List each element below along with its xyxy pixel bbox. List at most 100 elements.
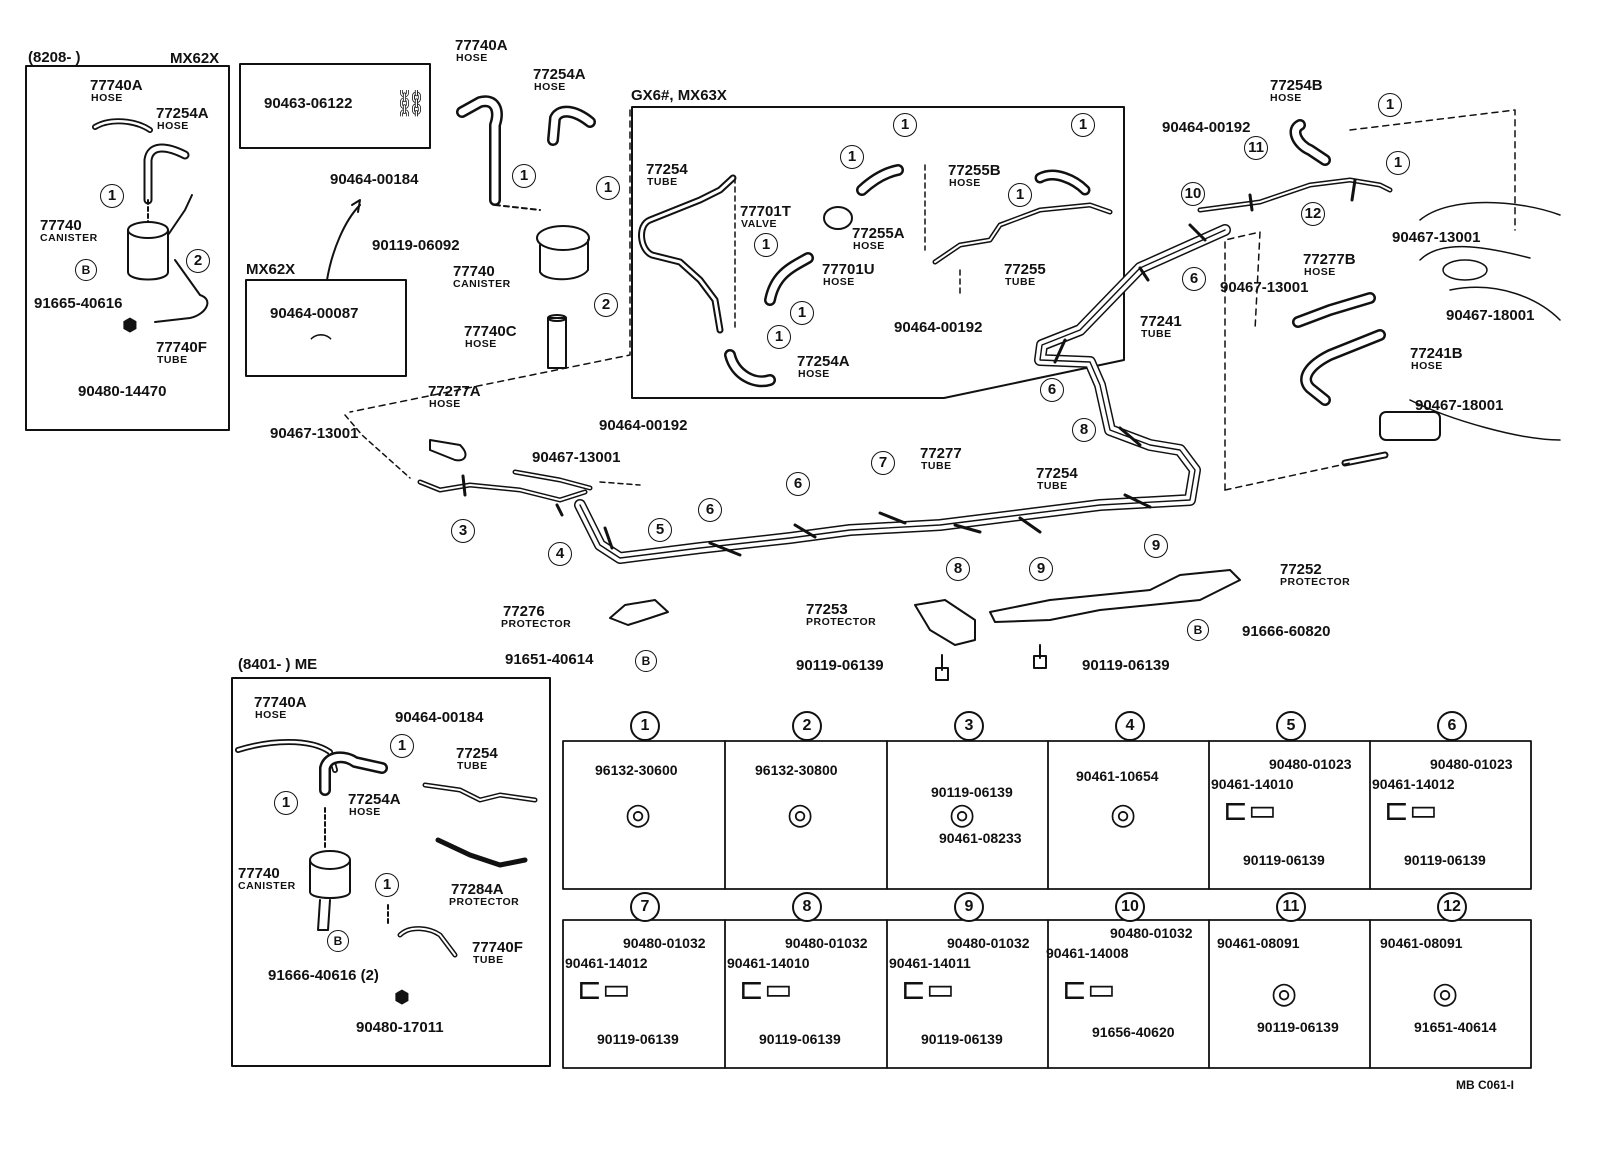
clamp-icon: ◎ [625,798,652,831]
part-number: 77740C [464,323,517,340]
part-type: PROTECTOR [449,896,520,908]
detail-cell-number: 5 [1276,711,1306,741]
part-type: CANISTER [238,880,296,892]
callout-1: 1 [1378,93,1402,117]
callout-b: B [1187,619,1209,641]
part-type: HOSE [456,52,488,64]
gx6-frame [631,106,1125,399]
detail-part-number: 90119-06139 [1404,852,1486,868]
part-number: 77252 [1280,561,1322,578]
part-number: 77740A [254,694,307,711]
clip-icon: ⌒ [310,333,333,358]
part-number: 90119-06139 [796,657,884,674]
part-number: 77740 [40,217,82,234]
gx6-box-title: GX6#, MX63X [631,87,727,104]
part-type: CANISTER [453,278,511,290]
part-number: 77254A [797,353,850,370]
part-number: 90480-14470 [78,383,167,400]
detail-part-number: 90119-06139 [597,1031,679,1047]
part-number: 77277A [428,383,481,400]
detail-part-number: 90461-08233 [939,830,1022,846]
part-number: 90467-13001 [1220,279,1309,296]
part-number: 77254A [533,66,586,83]
callout-1: 1 [512,164,536,188]
part-number: 90467-13001 [1392,229,1481,246]
callout-9: 9 [1029,557,1053,581]
clip-icon: ⛓ [394,88,428,118]
part-number: 90480-17011 [356,1019,444,1036]
nut-icon: ⬢ [122,315,138,335]
part-number: 77740 [453,263,495,280]
callout-b: B [635,650,657,672]
part-number: 90467-18001 [1446,307,1535,324]
part-type: VALVE [741,218,777,230]
part-number: 77277 [920,445,962,462]
part-number: 77740F [156,339,207,356]
callout-7: 7 [871,451,895,475]
part-number: 77276 [503,603,545,620]
part-type: HOSE [853,240,885,252]
part-number: 91666-60820 [1242,623,1331,640]
inset-frame-clamp [239,63,431,149]
part-type: HOSE [1270,92,1302,104]
detail-part-number: 90461-14010 [727,955,810,971]
part-type: HOSE [1304,266,1336,278]
clamp-icon: ◎ [1110,798,1137,831]
detail-cell-number: 2 [792,711,822,741]
part-number: 77241 [1140,313,1182,330]
part-type: HOSE [429,398,461,410]
detail-part-number: 90461-08091 [1380,935,1463,951]
detail-part-number: 90461-08091 [1217,935,1300,951]
inset-frame-mx62x [25,65,230,431]
callout-1: 1 [1071,113,1095,137]
part-number: 90463-06122 [264,95,353,112]
part-number: 77277B [1303,251,1356,268]
callout-1: 1 [790,301,814,325]
part-type: TUBE [1005,276,1036,288]
footer-code: MB C061-I [1456,1078,1515,1092]
callout-1: 1 [596,176,620,200]
detail-part-number: 90480-01032 [785,935,868,951]
detail-cell-number: 8 [792,892,822,922]
part-number: 77254B [1270,77,1323,94]
part-number: 90464-00184 [395,709,484,726]
detail-part-number: 90480-01032 [1110,925,1193,941]
callout-6: 6 [786,472,810,496]
part-number: 90464-00192 [599,417,688,434]
detail-part-number: 90480-01023 [1430,756,1513,772]
callout-4: 4 [548,542,572,566]
part-number: 90464-00192 [894,319,983,336]
inset-model: MX62X [170,50,220,67]
part-number: 90119-06139 [1082,657,1170,674]
bracket-icon: ⊏▭ [1384,794,1438,827]
callout-9: 9 [1144,534,1168,558]
callout-6: 6 [1182,267,1206,291]
detail-part-number: 90119-06139 [931,784,1013,800]
part-type: HOSE [255,709,287,721]
detail-cell-number: 3 [954,711,984,741]
part-type: HOSE [157,120,189,132]
part-type: TUBE [1037,480,1068,492]
detail-part-number: 90119-06139 [1257,1019,1339,1035]
detail-table-grid [562,740,1532,1069]
callout-b: B [75,259,97,281]
detail-part-number: 90480-01023 [1269,756,1352,772]
callout-1: 1 [375,873,399,897]
part-number: 90464-00192 [1162,119,1251,136]
part-number: 91651-40614 [505,651,594,668]
part-type: PROTECTOR [501,618,572,630]
inset-date-range: (8208- ) [28,49,81,66]
callout-1: 1 [390,734,414,758]
part-number: 90467-13001 [532,449,621,466]
part-number: 77740A [90,77,143,94]
callout-6: 6 [698,498,722,522]
part-number: 90464-00087 [270,305,359,322]
callout-8: 8 [946,557,970,581]
callout-2: 2 [594,293,618,317]
callout-1: 1 [1386,151,1410,175]
part-type: TUBE [921,460,952,472]
part-number: 77254 [1036,465,1078,482]
callout-1: 1 [754,233,778,257]
detail-part-number: 90119-06139 [921,1031,1003,1047]
callout-b: B [327,930,349,952]
